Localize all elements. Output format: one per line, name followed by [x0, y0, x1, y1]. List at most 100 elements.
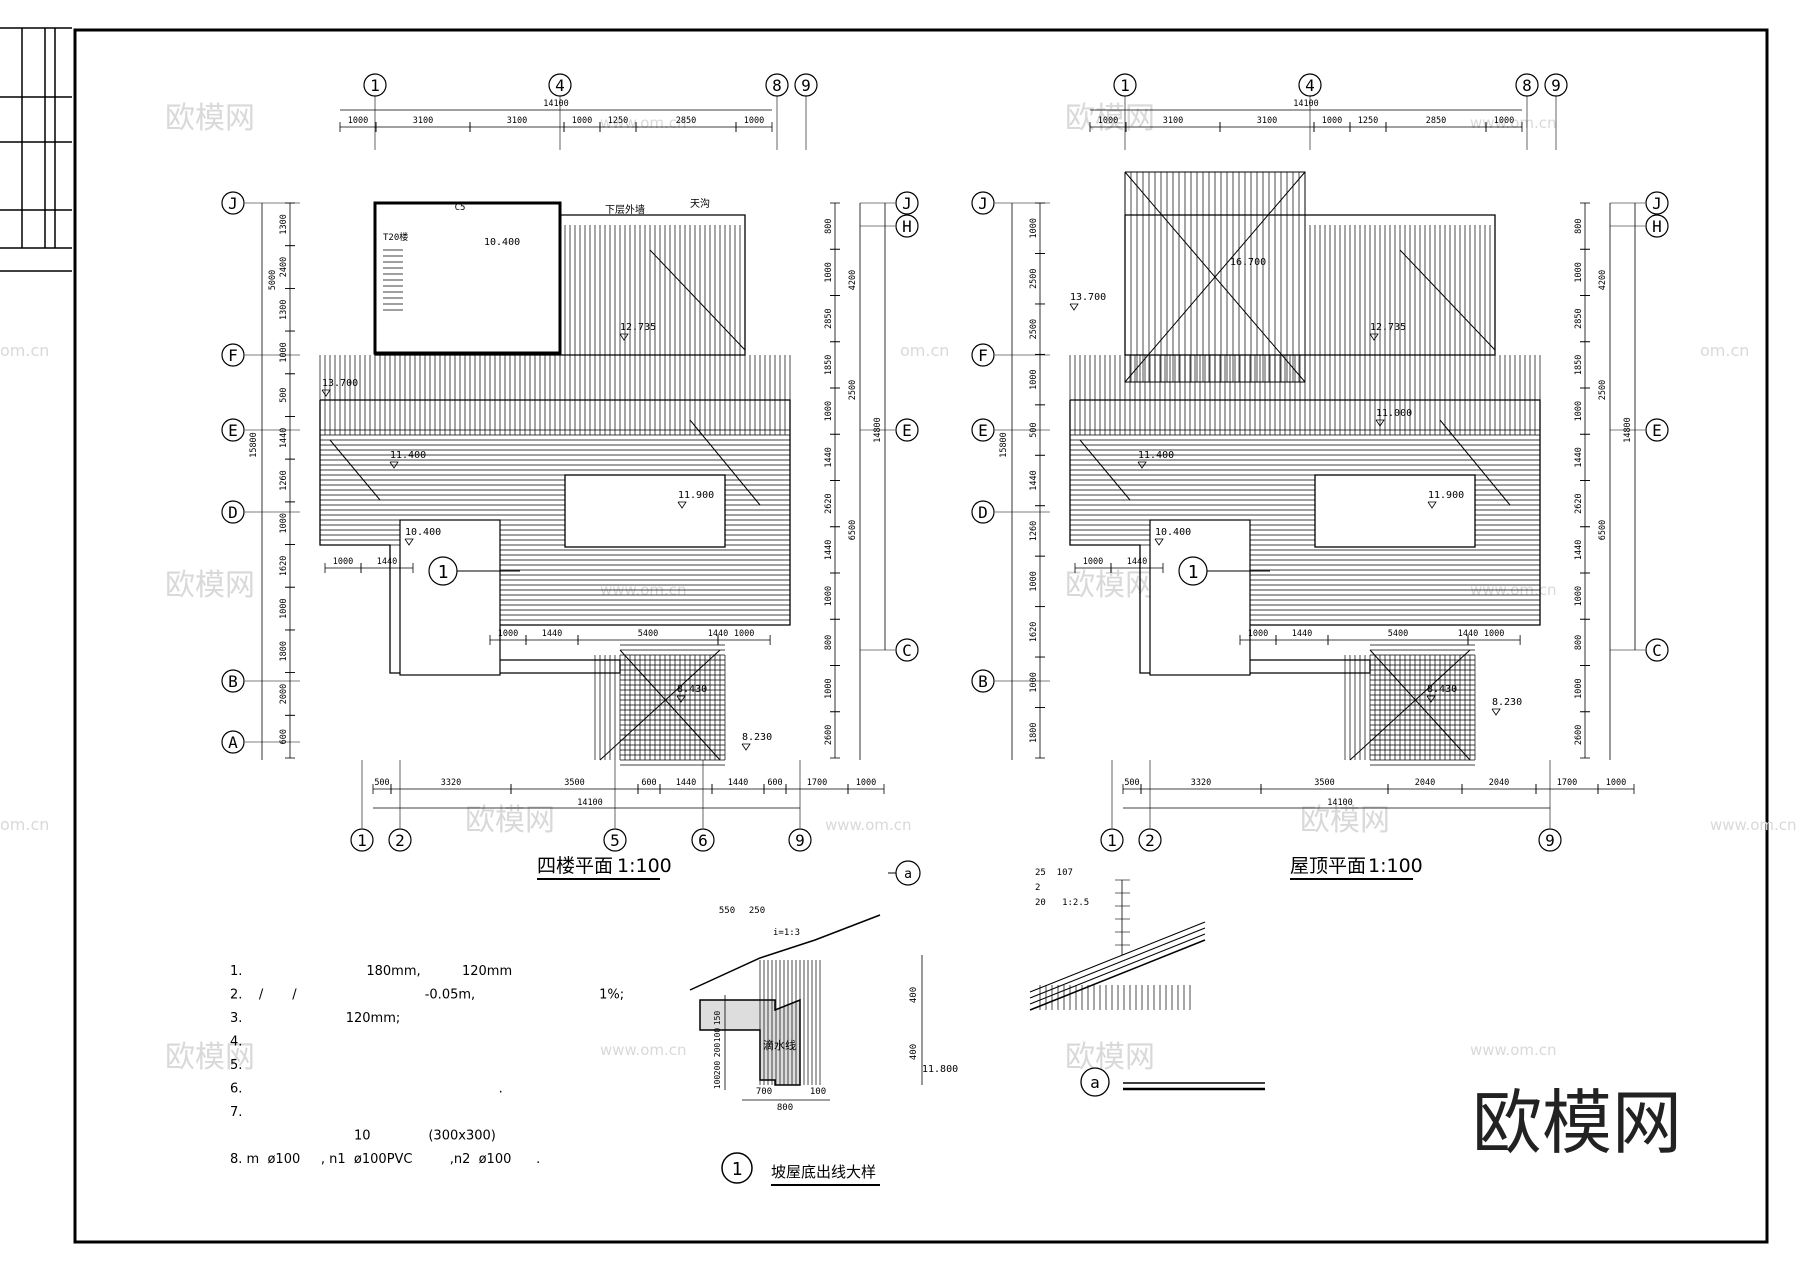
axis-left-F — [221, 343, 245, 367]
axis-label: 8 — [772, 76, 782, 95]
stair-room — [373, 201, 562, 355]
watermark-brand: 欧模网 — [1300, 803, 1390, 838]
detail-a-letter: a — [1090, 1073, 1100, 1092]
axis-left-J — [971, 191, 995, 215]
dim-label: 1000 — [824, 678, 834, 698]
dim-total: 6500 — [848, 520, 858, 540]
tile-hatch — [1039, 985, 1191, 1010]
axis-right-E — [895, 418, 919, 442]
dim-label: 3320 — [441, 778, 461, 788]
roof-hatch-left — [320, 429, 495, 546]
dim-label: 1850 — [1574, 355, 1584, 375]
note-line-9: 8. m ø100 , n1 ø100PVC ,n2 ø100 . — [230, 1152, 540, 1167]
dim-label: 2850 — [824, 308, 834, 328]
detail-dim: 800 — [777, 1103, 793, 1113]
detail-ref-number: 1 — [1188, 562, 1199, 583]
watermark-brand: 欧模网 — [1065, 1040, 1155, 1075]
dim-total: 14100 — [577, 798, 603, 808]
dim-label: 600 — [279, 729, 289, 744]
detail-ref-number: 1 — [438, 562, 449, 583]
dim-label: 1440 — [708, 629, 728, 639]
dim-label: 1000 — [744, 116, 764, 126]
dim-label: 1440 — [1458, 629, 1478, 639]
dim-label: 1440 — [1127, 557, 1147, 567]
elevation-marker — [741, 743, 751, 751]
axis-label: 1 — [1107, 831, 1117, 850]
dim-label: 1000 — [1029, 369, 1039, 389]
axis-bottom-2 — [1138, 828, 1162, 852]
dim-label: 1000 — [1606, 778, 1626, 788]
dim-label: 1700 — [807, 778, 827, 788]
dim-label: 3500 — [1314, 778, 1334, 788]
axis-label: C — [902, 641, 912, 660]
roof-layer-line — [1029, 927, 1206, 999]
plan-title-4f: 四楼平面 — [537, 855, 613, 877]
label-gutter: 天沟 — [690, 197, 710, 210]
dim-label: 1000 — [1098, 116, 1118, 126]
roof-slope-line — [689, 914, 881, 991]
dim-label: 1000 — [1574, 262, 1584, 282]
watermark-brand: 欧模网 — [165, 101, 255, 136]
axis-bottom-2 — [388, 828, 412, 852]
elevation-label: 10.400 — [484, 237, 520, 248]
detail-dim: 200 — [713, 1061, 722, 1076]
hip-line — [1369, 649, 1471, 761]
axis-label: 9 — [1551, 76, 1561, 95]
elevation-marker — [677, 501, 687, 509]
detail-title-bubble — [721, 1152, 753, 1184]
skylight — [564, 474, 726, 548]
axis-label: J — [978, 194, 988, 213]
axis-label: E — [978, 421, 988, 440]
dimension-chain: 8001000285018501000144026201440100080010… — [1574, 202, 1590, 759]
dim-label: 1440 — [728, 778, 748, 788]
axis-label: 9 — [1545, 831, 1555, 850]
note-line-5: 5. — [230, 1058, 242, 1073]
elevation-label: 11.400 — [1138, 450, 1174, 461]
dim-total: 6500 — [1598, 520, 1608, 540]
hip-line — [649, 249, 746, 351]
axis-label: 1 — [1120, 76, 1130, 95]
dim-label: 1000 — [856, 778, 876, 788]
dim-label: 1000 — [333, 557, 353, 567]
roof-hatch-south — [495, 429, 790, 626]
detail-dim: 700 — [756, 1087, 772, 1097]
dim-label: 500 — [1029, 422, 1039, 437]
hip-line — [619, 649, 721, 761]
detail-a-bubble — [1080, 1067, 1110, 1097]
detail-dim: 200 — [713, 1043, 722, 1058]
axis-right-C — [895, 638, 919, 662]
axis-label: F — [978, 346, 988, 365]
dim-label: 1000 — [348, 116, 368, 126]
axis-label: 9 — [795, 831, 805, 850]
elevation-label: 10.400 — [1155, 527, 1191, 538]
axis-right-H — [895, 214, 919, 238]
dim-label: 2000 — [279, 684, 289, 704]
detail-title-number: 1 — [732, 1159, 743, 1180]
dim-label: 5400 — [1388, 629, 1408, 639]
dim-total: 14800 — [1623, 417, 1633, 443]
axis-right-J — [895, 191, 919, 215]
axis-label: 8 — [1522, 76, 1532, 95]
watermark-url: www.om.cn — [825, 816, 912, 834]
axis-left-E — [971, 418, 995, 442]
wall-hatch — [759, 960, 821, 1085]
note-line-3: 3. 120mm; — [230, 1011, 400, 1026]
dim-label: 1000 — [1574, 678, 1584, 698]
roof-hatch-right — [1309, 225, 1496, 355]
watermark-url: www.om.cn — [600, 114, 687, 132]
axis-left-D — [221, 500, 245, 524]
dim-label: 1000 — [824, 262, 834, 282]
watermark-url: www.om.cn — [1710, 816, 1797, 834]
dim-label: 1440 — [542, 629, 562, 639]
axis-label: D — [228, 503, 238, 522]
dim-label: 1850 — [824, 355, 834, 375]
watermark-url: www.om.cn — [1470, 114, 1557, 132]
axis-label: 5 — [610, 831, 620, 850]
stair-treads — [383, 249, 403, 311]
axis-left-F — [971, 343, 995, 367]
